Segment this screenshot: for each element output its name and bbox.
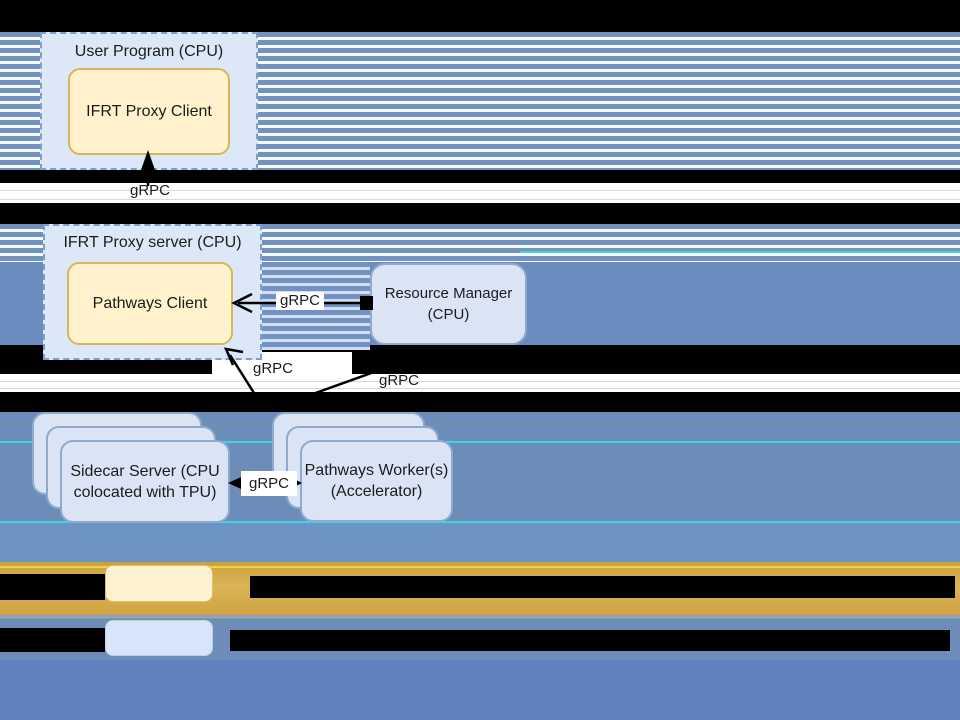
pathways-client-box: Pathways Client	[67, 262, 233, 345]
resource-manager-line2: (CPU)	[427, 306, 470, 323]
user-program-title: User Program (CPU)	[74, 43, 224, 60]
redacted-text-bar	[250, 576, 955, 598]
pathways-workers-line2: (Accelerator)	[330, 483, 423, 500]
sidecar-server-line2: colocated with TPU)	[73, 483, 217, 501]
ifrt-proxy-client-box: IFRT Proxy Client	[68, 68, 230, 155]
artifact-line	[0, 199, 960, 200]
redacted-text-bar	[230, 630, 950, 651]
resource-manager-box: Resource Manager (CPU)	[370, 263, 527, 345]
artifact-line	[0, 388, 960, 389]
grpc-label-stack: gRPC	[241, 471, 297, 496]
grpc-label-lower-right: gRPC	[378, 372, 419, 389]
white-band-2	[0, 374, 960, 392]
grpc-label-top: gRPC	[129, 182, 170, 199]
artifact-yellow-line	[0, 566, 960, 568]
artifact-cyan-line	[520, 251, 960, 253]
pathways-workers-box: Pathways Worker(s) (Accelerator)	[300, 440, 453, 522]
ifrt-proxy-server-title: IFRT Proxy server (CPU)	[63, 234, 242, 251]
redacted-text-bar	[0, 574, 105, 600]
sidecar-server-line1: Sidecar Server (CPU	[70, 462, 220, 480]
solid-band-bottom	[0, 660, 960, 720]
legend-swatch-blue	[105, 620, 213, 656]
pathways-client-label: Pathways Client	[92, 294, 208, 312]
sidecar-server-box: Sidecar Server (CPU colocated with TPU)	[60, 440, 230, 523]
artifact-cyan-line	[0, 521, 960, 523]
transition-lines	[0, 615, 960, 622]
artifact-line	[0, 190, 960, 191]
artifact-line	[0, 381, 960, 382]
grpc-label-lower-left: gRPC	[252, 360, 293, 377]
pathways-workers-line1: Pathways Worker(s)	[304, 462, 449, 479]
legend-swatch-yellow	[105, 565, 213, 602]
solid-band-lower-2	[0, 522, 960, 562]
artifact-line	[0, 425, 960, 426]
ifrt-proxy-client-label: IFRT Proxy Client	[86, 102, 212, 120]
artifact-cyan-line	[0, 441, 960, 443]
white-band-1	[0, 183, 960, 203]
grpc-label-mid: gRPC	[276, 292, 324, 310]
redacted-text-bar	[0, 628, 105, 652]
resource-manager-line1: Resource Manager	[384, 285, 513, 302]
